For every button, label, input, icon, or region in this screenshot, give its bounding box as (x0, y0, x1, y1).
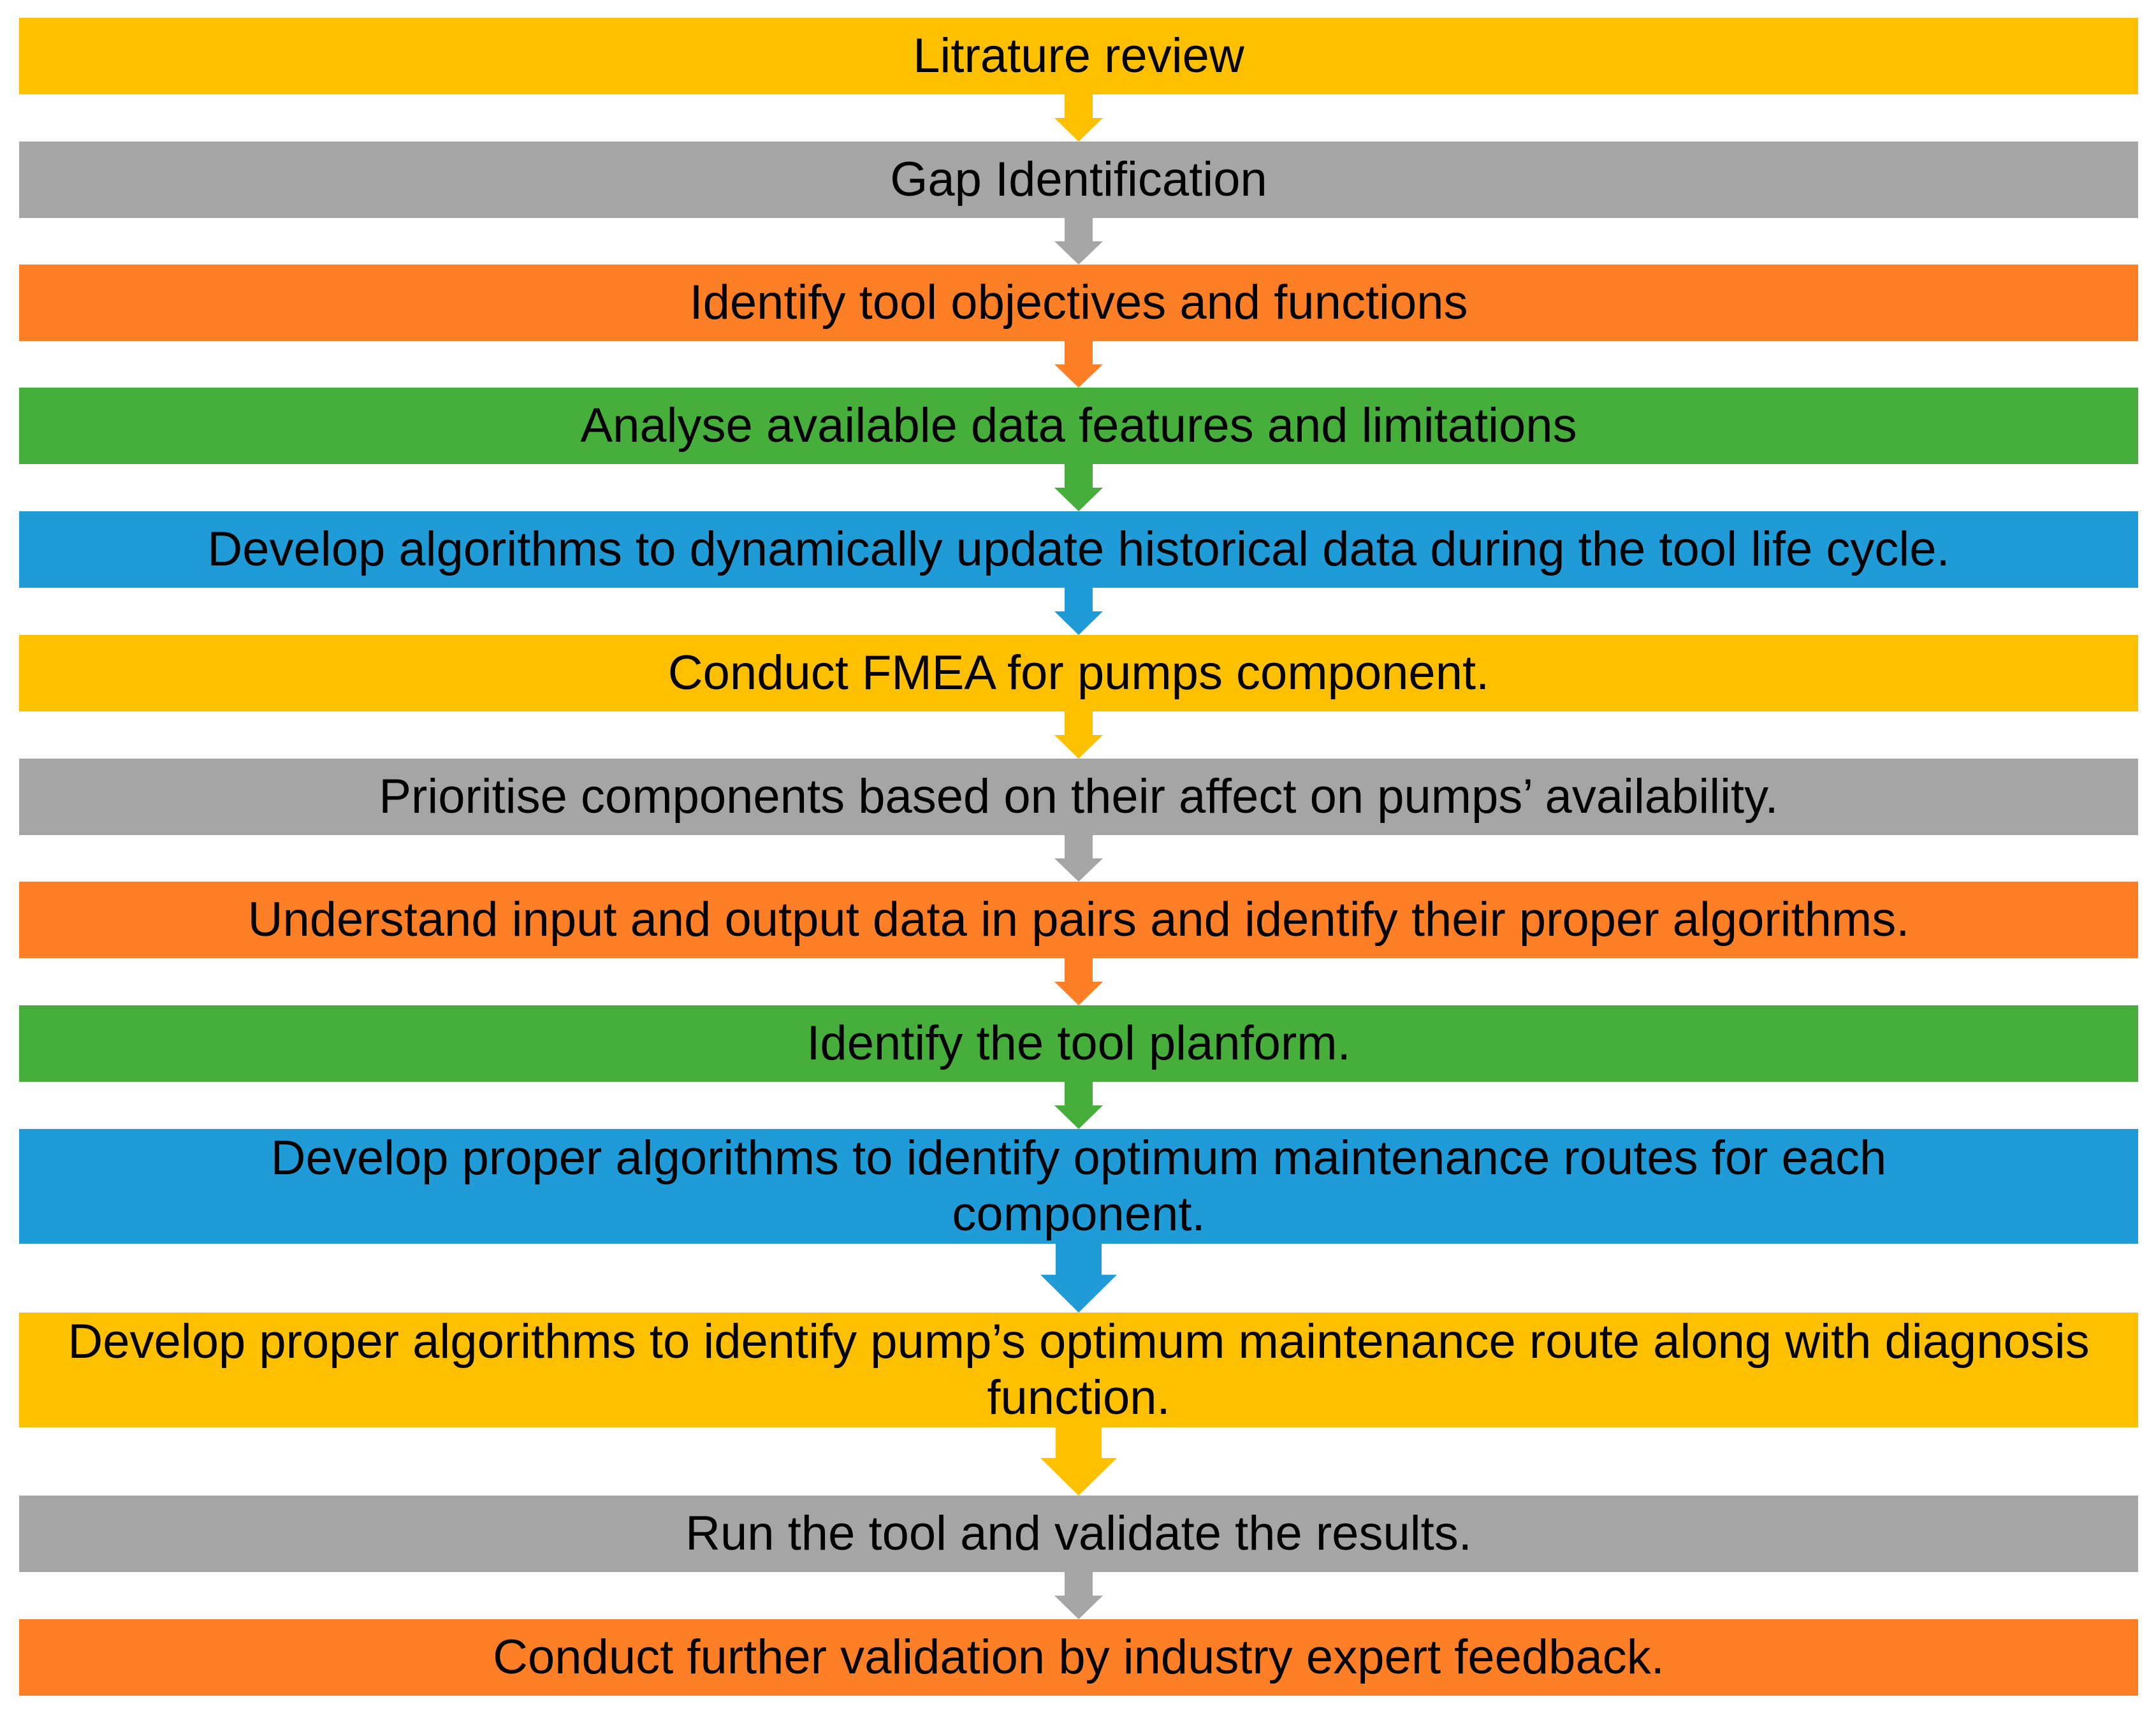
step-box-5: Develop algorithms to dynamically update… (19, 511, 2138, 588)
step-label-7: Prioritise components based on their aff… (379, 769, 1779, 824)
step-label-2: Gap Identification (890, 152, 1267, 207)
down-arrow-icon (1054, 94, 1103, 142)
step-box-8: Understand input and output data in pair… (19, 882, 2138, 958)
step-box-10: Develop proper algorithms to identify op… (19, 1129, 2138, 1244)
step-label-11: Develop proper algorithms to identify pu… (68, 1314, 2090, 1425)
down-arrow-icon (1040, 1244, 1117, 1313)
step-box-4: Analyse available data features and limi… (19, 388, 2138, 464)
step-box-1: Litrature review (19, 18, 2138, 94)
step-label-12: Run the tool and validate the results. (685, 1506, 1472, 1561)
down-arrow-icon (1054, 1572, 1103, 1619)
down-arrow-icon (1054, 835, 1103, 882)
step-label-10: Develop proper algorithms to identify op… (270, 1131, 1887, 1241)
down-arrow-icon (1054, 464, 1103, 511)
step-box-9: Identify the tool planform. (19, 1005, 2138, 1082)
step-label-6: Conduct FMEA for pumps component. (667, 646, 1490, 700)
step-box-12: Run the tool and validate the results. (19, 1496, 2138, 1572)
step-box-7: Prioritise components based on their aff… (19, 759, 2138, 835)
down-arrow-icon (1040, 1427, 1117, 1496)
step-box-3: Identify tool objectives and functions (19, 265, 2138, 341)
step-box-11: Develop proper algorithms to identify pu… (19, 1313, 2138, 1427)
step-label-5: Develop algorithms to dynamically update… (207, 522, 1950, 576)
down-arrow-icon (1054, 588, 1103, 635)
down-arrow-icon (1054, 958, 1103, 1005)
step-box-13: Conduct further validation by industry e… (19, 1619, 2138, 1696)
step-box-2: Gap Identification (19, 142, 2138, 218)
down-arrow-icon (1054, 218, 1103, 265)
step-label-8: Understand input and output data in pair… (247, 892, 1910, 947)
down-arrow-icon (1054, 341, 1103, 388)
step-label-4: Analyse available data features and limi… (580, 398, 1577, 453)
step-label-9: Identify the tool planform. (806, 1016, 1351, 1070)
down-arrow-icon (1054, 711, 1103, 759)
step-box-6: Conduct FMEA for pumps component. (19, 635, 2138, 711)
step-label-1: Litrature review (913, 29, 1244, 83)
step-label-3: Identify tool objectives and functions (689, 275, 1468, 330)
step-label-13: Conduct further validation by industry e… (493, 1630, 1664, 1684)
down-arrow-icon (1054, 1082, 1103, 1129)
